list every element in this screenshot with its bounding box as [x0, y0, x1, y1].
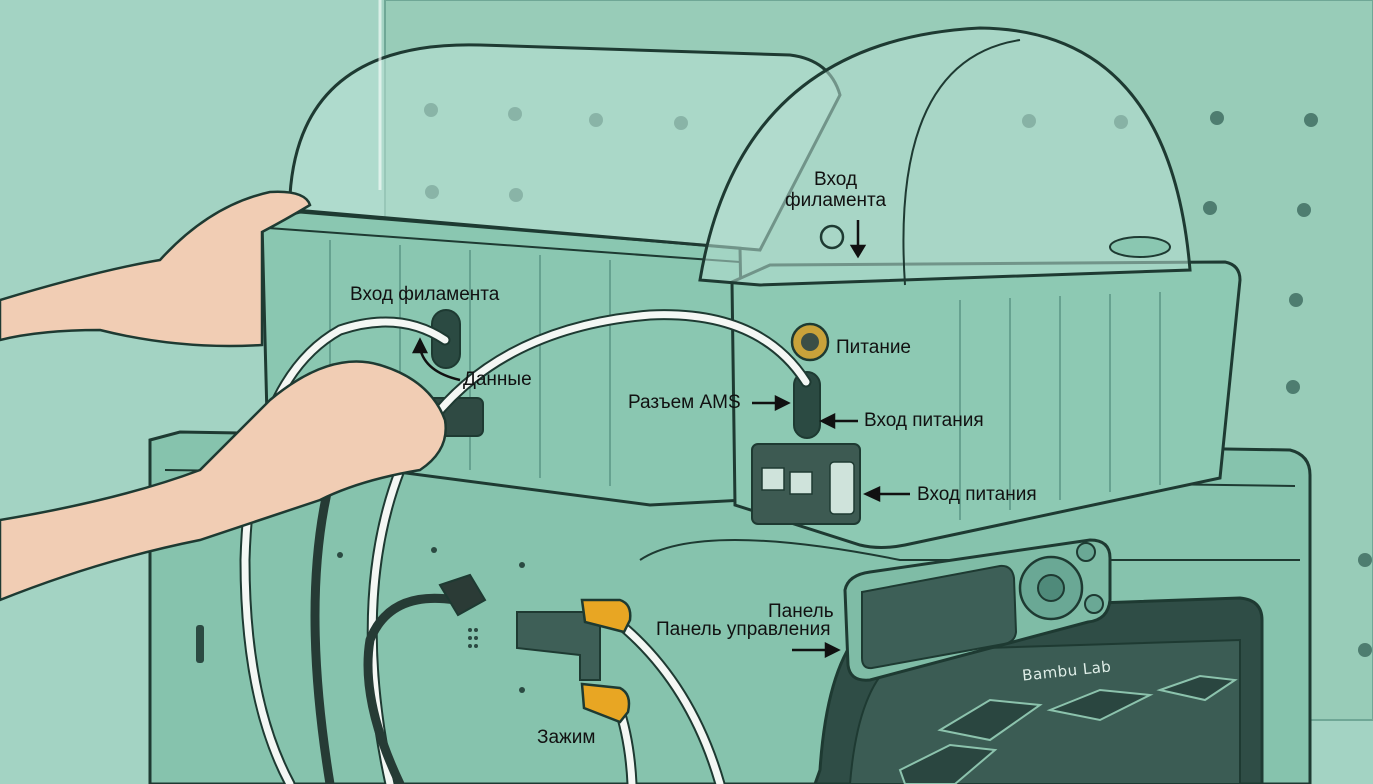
- filament-inlet-icon: [819, 224, 845, 250]
- clamps: [580, 598, 632, 724]
- power-plug: [438, 573, 487, 617]
- label-ams-connector: Разъем AMS: [628, 392, 741, 413]
- label-filament-input-right: Вход филамента: [785, 169, 887, 211]
- callout-arrows: [411, 220, 910, 659]
- label-filament-input-left: Вход филамента: [350, 284, 500, 305]
- label-power-input-upper: Вход питания: [864, 410, 984, 431]
- label-panel: Панель: [768, 601, 834, 622]
- label-power-input-lower: Вход питания: [917, 484, 1037, 505]
- ams-right-lid: [698, 26, 1192, 287]
- hand-upper: [0, 190, 312, 348]
- clamp-lower: [580, 682, 631, 724]
- hand-lower: [0, 360, 447, 602]
- label-data: Данные: [463, 369, 532, 390]
- control-screen: [861, 564, 1018, 670]
- ams-port: [793, 371, 821, 439]
- clamp-upper: [580, 598, 632, 634]
- label-clamp: Зажим: [537, 727, 596, 748]
- label-power: Питание: [836, 337, 911, 358]
- hands: [0, 190, 447, 602]
- label-control-panel: Панель управления: [656, 619, 831, 640]
